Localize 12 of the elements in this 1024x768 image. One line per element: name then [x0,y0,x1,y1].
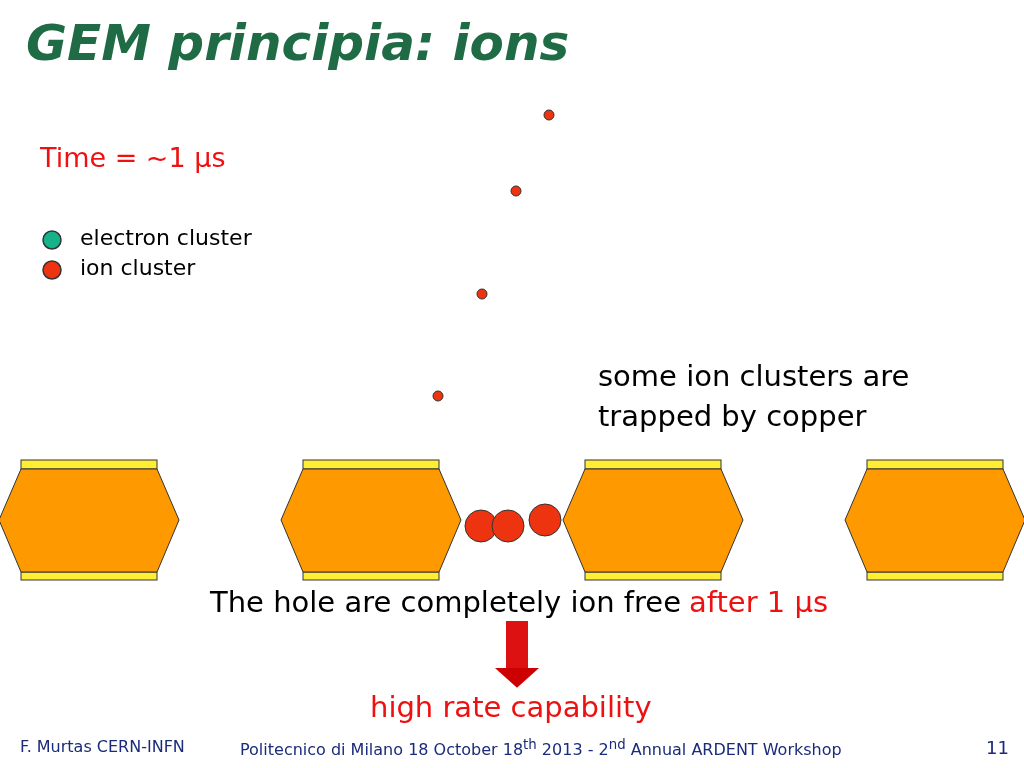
statement-text: The hole are completely ion free [210,585,681,619]
footer-author: F. Murtas CERN-INFN [20,737,185,756]
time-label: Time = ~1 μs [40,142,226,173]
arrow [495,621,539,688]
page-number: 11 [986,737,1009,758]
statement-text: high rate capability [370,690,652,724]
legend-label: electron cluster [80,225,252,250]
note-text: some ion clusters are trapped by copper [598,358,911,435]
footer-event: Politecnico di Milano 18 October 18$^{th}$ 2013 - 2$^{nd}$ Annual ARDENT Workshop [240,737,842,760]
slide-title: GEM principia: ions [26,14,570,72]
highlight-text: after 1 μs [689,585,829,619]
legend-label: ion cluster [80,255,196,280]
